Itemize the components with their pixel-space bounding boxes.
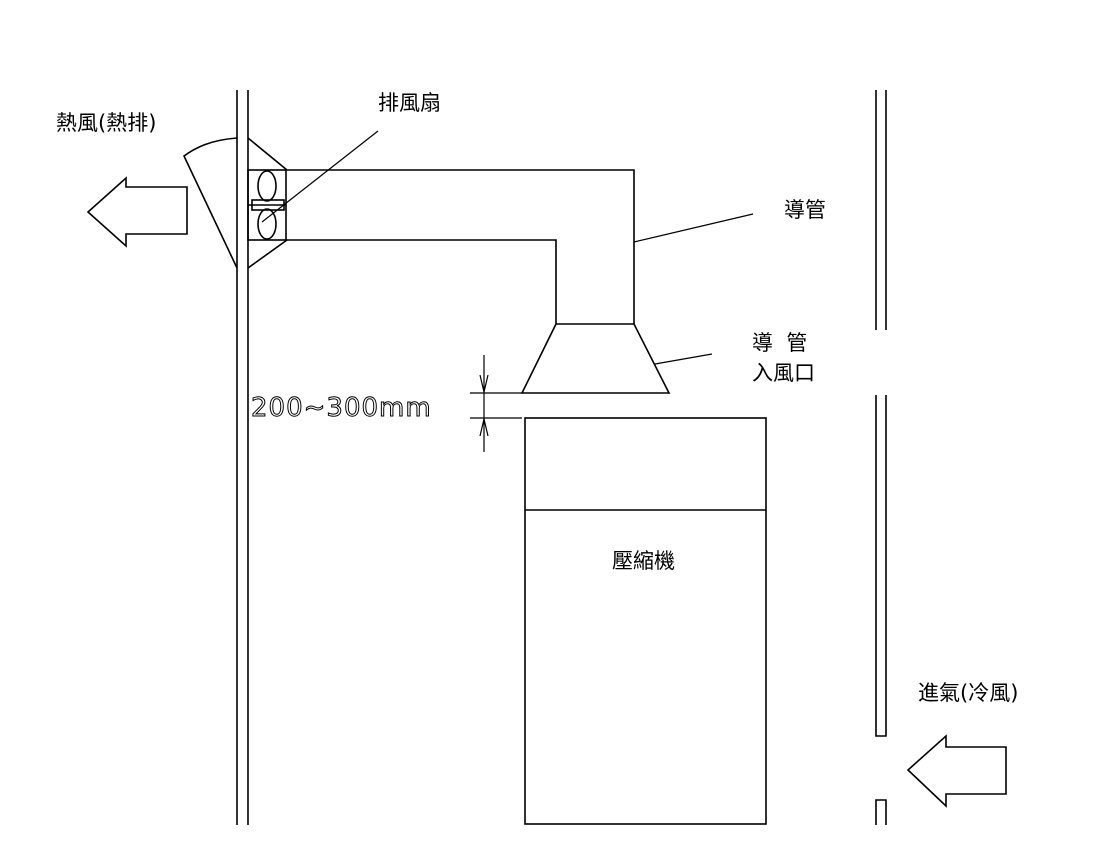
gap-dimension-markers	[470, 355, 522, 452]
right-wall	[875, 90, 887, 825]
intake-air-label: 進氣(冷風)	[918, 681, 1018, 705]
hot-air-label: 熱風(熱排)	[56, 111, 156, 135]
duct-inlet-label-line2: 入風口	[752, 361, 815, 385]
exhaust-fan-icon	[247, 169, 287, 241]
leader-lines	[261, 130, 754, 365]
fan-mount	[247, 137, 288, 269]
compressor-box	[524, 417, 767, 825]
gap-dimension-label: 200~300mm	[251, 393, 432, 423]
duct-inlet-label-line1: 導 管	[752, 331, 807, 355]
compressor-label: 壓縮機	[612, 549, 675, 573]
intake-air-arrow	[906, 734, 1007, 808]
hot-air-arrow	[86, 176, 188, 248]
duct-inlet	[520, 323, 671, 394]
exhaust-hood	[182, 137, 238, 269]
duct	[286, 169, 635, 325]
duct-label: 導管	[784, 198, 826, 222]
exhaust-fan-label: 排風扇	[378, 91, 441, 115]
left-wall	[236, 90, 249, 825]
